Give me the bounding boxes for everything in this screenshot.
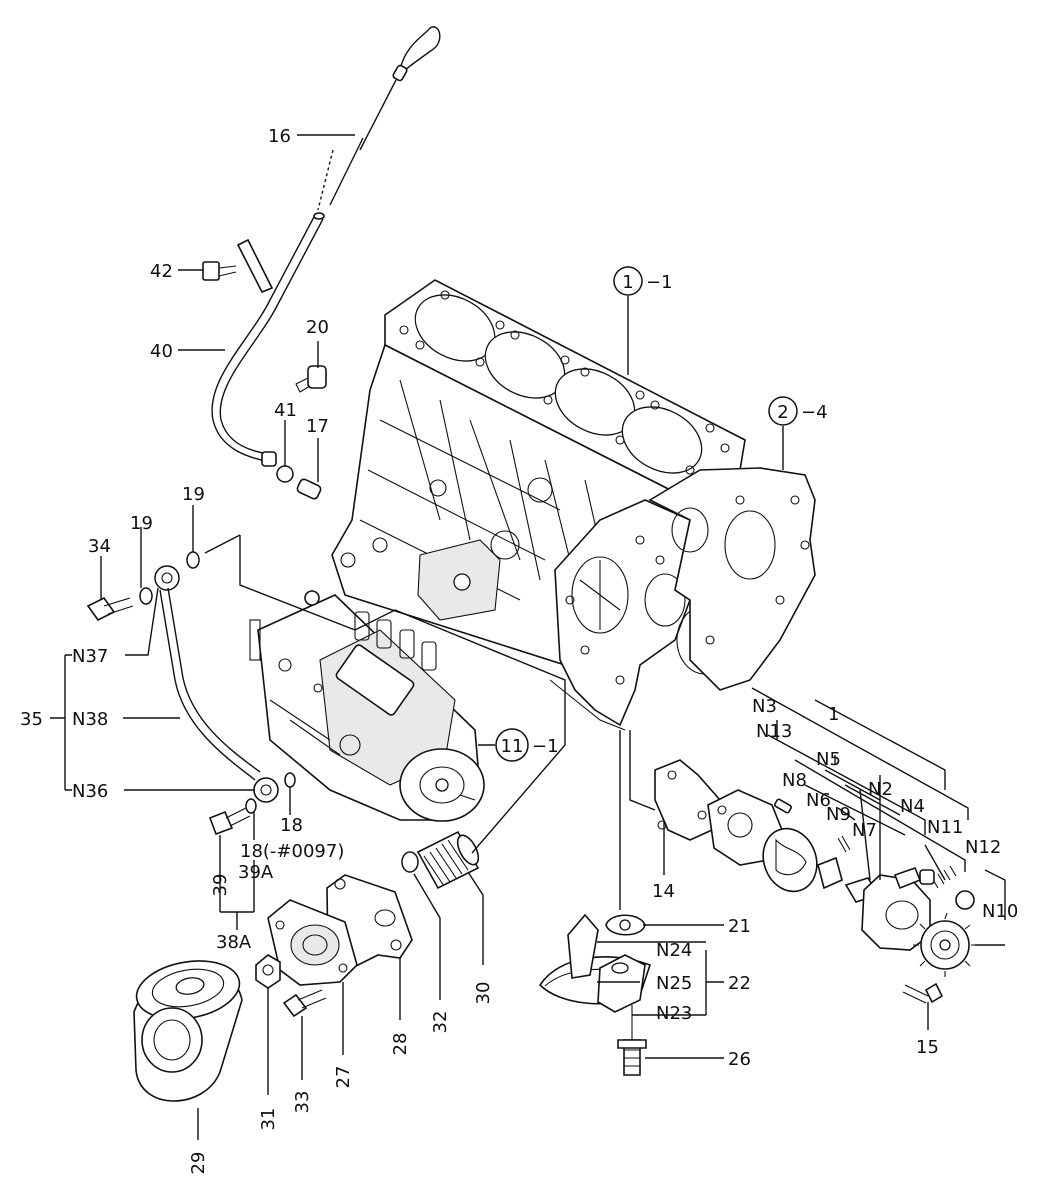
label-17: 17 — [306, 416, 329, 437]
label-33: 33 — [292, 1091, 313, 1114]
label-2-4-suffix: −4 — [801, 402, 828, 423]
label-2-4-circled: 2 — [777, 402, 788, 423]
oil-pump — [654, 759, 977, 1004]
oil-filter — [133, 960, 243, 1102]
label-39a: 39A — [238, 862, 274, 883]
label-N9: N9 — [826, 804, 851, 825]
o-ring-32 — [401, 851, 419, 873]
label-N6: N6 — [806, 790, 831, 811]
label-15: 15 — [916, 1037, 939, 1058]
label-N23: N23 — [656, 1003, 692, 1024]
label-N37: N37 — [72, 646, 108, 667]
label-20: 20 — [306, 317, 329, 338]
label-22: 22 — [728, 973, 751, 994]
label-N2: N2 — [868, 779, 893, 800]
label-34: 34 — [88, 536, 111, 557]
label-27: 27 — [333, 1066, 354, 1089]
label-N38: N38 — [72, 709, 108, 730]
label-16: 16 — [268, 126, 291, 147]
label-N25: N25 — [656, 973, 692, 994]
label-N13: N13 — [756, 721, 792, 742]
circled-refs — [495, 266, 798, 762]
label-19-a: 19 — [130, 513, 153, 534]
label-26: 26 — [728, 1049, 751, 1070]
label-30: 30 — [473, 982, 494, 1005]
union-17 — [296, 478, 322, 500]
label-32: 32 — [430, 1011, 451, 1034]
cylinder-block — [331, 279, 816, 731]
label-N5: N5 — [816, 749, 841, 770]
nut-31 — [255, 954, 281, 989]
injection-pump — [249, 590, 485, 822]
relief-sleeve-30 — [416, 830, 480, 890]
label-21: 21 — [728, 916, 751, 937]
dipstick-guide-tube — [211, 212, 325, 467]
label-35: 35 — [20, 709, 43, 730]
label-N4: N4 — [900, 796, 925, 817]
oil-pressure-switch — [295, 365, 327, 393]
label-N8: N8 — [782, 770, 807, 791]
bolt-33 — [282, 989, 327, 1018]
label-1-1-suffix: −1 — [646, 272, 673, 293]
label-N12: N12 — [965, 837, 1001, 858]
label-28: 28 — [390, 1033, 411, 1056]
label-1: 1 — [828, 704, 839, 725]
label-31: 31 — [258, 1108, 279, 1131]
label-19-b: 19 — [182, 484, 205, 505]
label-N24: N24 — [656, 940, 692, 961]
label-29: 29 — [188, 1152, 209, 1175]
label-42: 42 — [150, 261, 173, 282]
bolt-42 — [202, 261, 237, 281]
label-N10: N10 — [982, 901, 1018, 922]
labels: 1 −1 2 −4 11 −1 1 14 15 16 17 18 18(-#00… — [20, 126, 1018, 1174]
label-18-serial: 18(-#0097) — [240, 841, 344, 862]
label-11-1-suffix: −1 — [532, 736, 559, 757]
label-N3: N3 — [752, 696, 777, 717]
label-N7: N7 — [852, 820, 877, 841]
filter-bracket — [267, 899, 358, 986]
label-39: 39 — [210, 874, 231, 897]
label-N36: N36 — [72, 781, 108, 802]
label-11-1-circled: 11 — [501, 736, 524, 757]
dipstick — [317, 26, 441, 211]
label-41: 41 — [274, 400, 297, 421]
oil-strainer — [538, 913, 652, 1076]
o-ring-41 — [276, 465, 294, 483]
label-14: 14 — [652, 881, 675, 902]
label-18: 18 — [280, 815, 303, 836]
label-38a: 38A — [216, 932, 252, 953]
leader-lines — [50, 134, 1006, 1140]
label-1-1-circled: 1 — [622, 272, 633, 293]
oil-pipe-assembly — [86, 551, 296, 836]
label-N11: N11 — [927, 817, 963, 838]
label-40: 40 — [150, 341, 173, 362]
